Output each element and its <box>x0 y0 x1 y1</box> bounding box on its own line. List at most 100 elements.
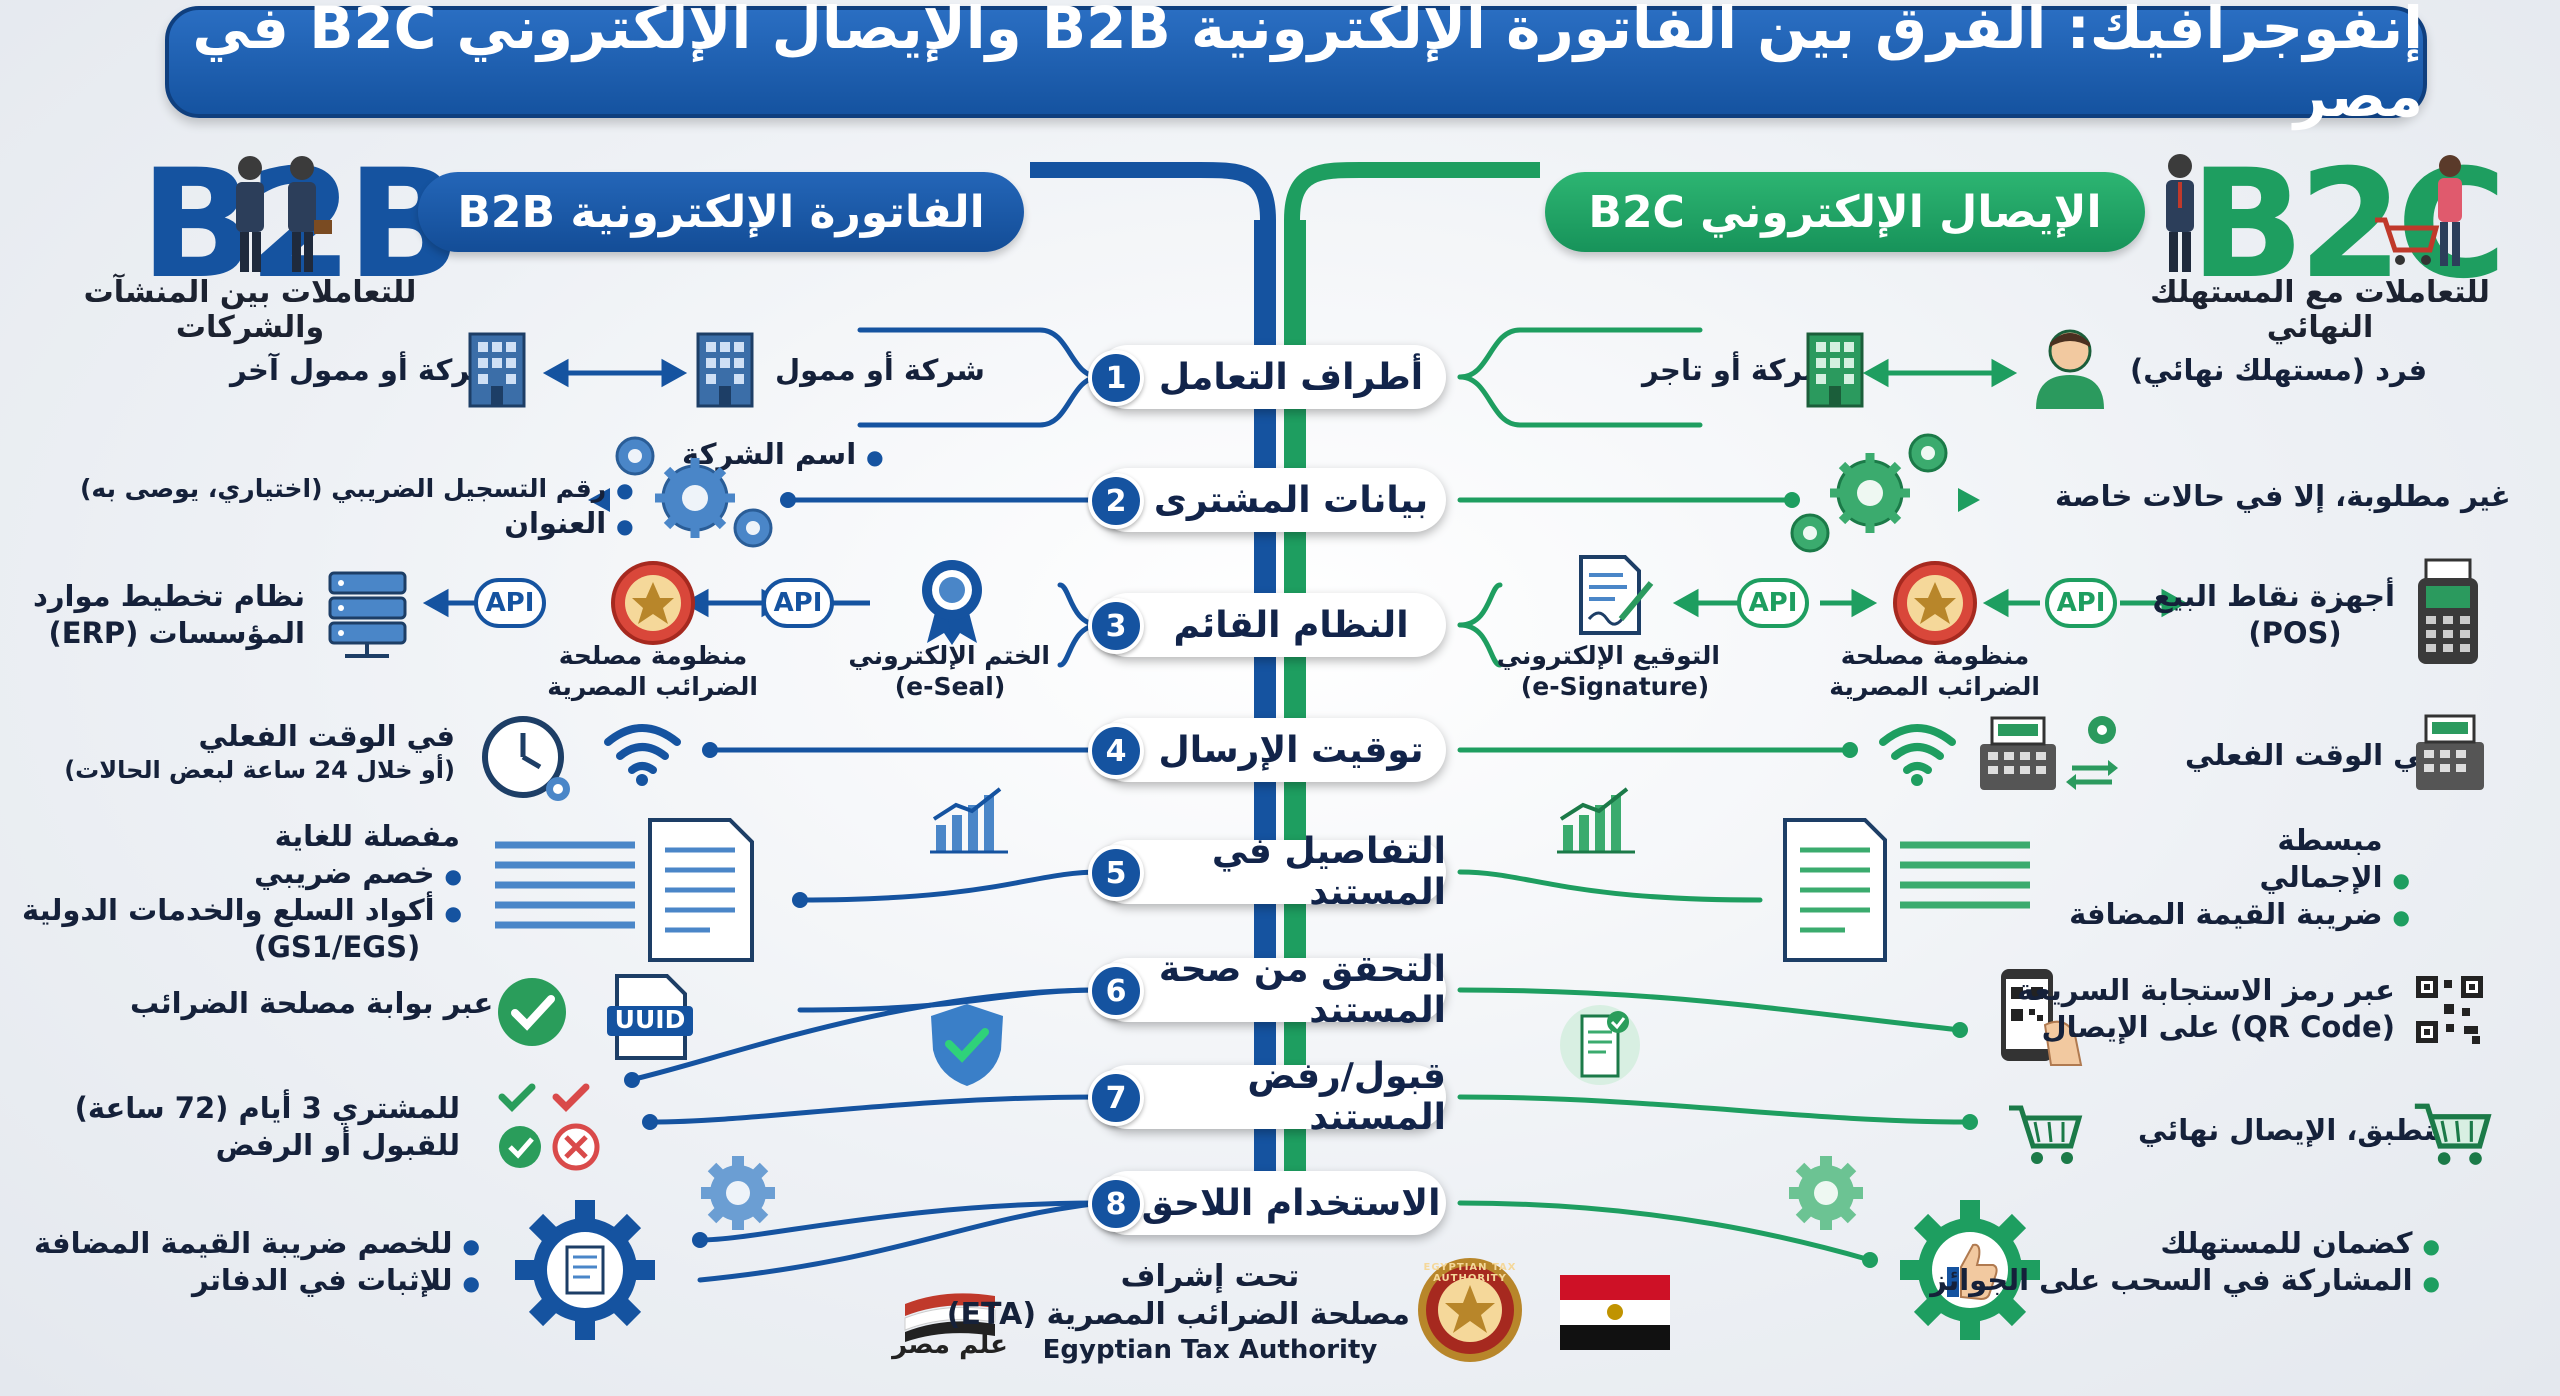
b2c-timing: في الوقت الفعلي <box>2185 738 2442 772</box>
eseal-line-1: الختم الإلكتروني <box>848 641 1050 670</box>
wifi-icon <box>1879 724 1956 786</box>
esig-line-1: التوقيع الإلكتروني <box>1496 641 1720 670</box>
row-label: الاستخدام اللاحق <box>1141 1182 1441 1224</box>
api-badge: API <box>2045 578 2117 628</box>
row-number: 8 <box>1088 1176 1144 1232</box>
validation-line-2: (QR Code) على الإيصال <box>2041 1010 2395 1045</box>
esig-line-2: (e-Signature) <box>1520 672 1710 702</box>
list-item: الإجمالي <box>2130 859 2410 896</box>
erp-line-1: نظام تخطيط موارد <box>32 579 305 613</box>
row-label: التفاصيل في المستند <box>1211 831 1446 913</box>
list-item: خصم ضريبي <box>82 855 462 892</box>
businessman-icon <box>2166 154 2194 272</box>
list-item: للخصم ضريبة القيمة المضافة <box>34 1225 480 1262</box>
check-icon <box>552 1083 590 1112</box>
list-item: للإثبات في الدفاتر <box>120 1262 480 1299</box>
check-icon <box>499 1126 541 1168</box>
server-icon <box>328 571 407 658</box>
b2b-details: مفصلة للغاية خصم ضريبي أكواد السلع والخد… <box>22 818 462 966</box>
page-title: إنفوجرافيك: الفرق بين الفاتورة الإلكترون… <box>192 0 2423 130</box>
supervision-line-3: Egyptian Tax Authority <box>1042 1334 1378 1365</box>
eta-line-2: الضرائب المصرية <box>547 672 758 702</box>
wifi-icon <box>604 724 681 786</box>
b2c-buyer-data: غير مطلوبة، إلا في حالات خاصة <box>2055 479 2511 513</box>
details-title: مبسطة <box>2277 823 2383 857</box>
gear-icon <box>1789 1156 1863 1230</box>
accept-reject-icons <box>498 1083 600 1171</box>
list-item: كضمان للمستهلك <box>2060 1225 2440 1262</box>
eta-line-1: منظومة مصلحة <box>1840 641 2030 670</box>
clock-icon <box>482 716 570 801</box>
check-icon <box>498 978 566 1046</box>
list-item: العنوان <box>80 505 634 542</box>
b2c-usage-list: كضمان للمستهلك المشاركة في السحب على الج… <box>1930 1225 2440 1299</box>
egypt-flag-logo-icon <box>904 1293 996 1342</box>
acceptance-line-1: للمشتري 3 أيام (72 ساعة) <box>74 1091 460 1125</box>
erp-line-2: المؤسسات (ERP) <box>48 616 305 651</box>
uuid-doc-icon <box>607 974 693 1060</box>
row-number: 5 <box>1088 845 1144 901</box>
details-title: مفصلة للغاية <box>274 819 460 853</box>
b2b-timing: في الوقت الفعلي (أو خلال 24 ساعة لبعض الح… <box>64 718 455 786</box>
title-banner: إنفوجرافيك: الفرق بين الفاتورة الإلكترون… <box>165 0 2427 130</box>
list-item: اسم الشركة <box>80 436 884 473</box>
building-icon <box>696 332 754 408</box>
b2c-acceptance: لا ينطبق، الإيصال نهائي <box>2138 1113 2479 1147</box>
supervision-line-1: تحت إشراف <box>1120 1259 1300 1294</box>
row-number: 4 <box>1088 723 1144 779</box>
uuid-label: UUID <box>614 1005 686 1034</box>
eagle-seal-icon <box>1418 1258 1522 1362</box>
shield-check-icon <box>931 1004 1003 1086</box>
b2c-esig-label: التوقيع الإلكتروني(e-Signature) <box>1496 640 1720 703</box>
row-label: النظام القائم <box>1173 604 1409 646</box>
b2b-usage-list: للخصم ضريبة القيمة المضافة للإثبات في ال… <box>34 1225 480 1299</box>
row-label: التحقق من صحة المستند <box>1158 949 1446 1031</box>
cart-icon <box>2414 1103 2492 1165</box>
eseal-line-2: (e-Seal) <box>894 672 1006 702</box>
list-item: أكواد السلع والخدمات الدولية <box>22 892 462 929</box>
list-item: المشاركة في السحب على الجوائز <box>1930 1262 2440 1299</box>
building-icon <box>1806 332 1864 408</box>
supervision-line-2: مصلحة الضرائب المصرية (ETA) <box>946 1297 1410 1333</box>
api-badge: API <box>762 578 834 628</box>
acceptance-line-2: للقبول أو الرفض <box>215 1128 460 1163</box>
b2b-buyer-data-list: اسم الشركة رقم التسجيل الضريبي (اختياري،… <box>80 436 856 542</box>
b2c-validation: عبر رمز الاستجابة السريعة(QR Code) على ا… <box>2016 972 2395 1046</box>
signature-doc-icon <box>1579 555 1654 635</box>
row-number: 3 <box>1088 598 1144 654</box>
validation-line-1: عبر رمز الاستجابة السريعة <box>2016 973 2395 1007</box>
cart-icon <box>2009 1105 2083 1164</box>
b2b-acceptance: للمشتري 3 أيام (72 ساعة)للقبول أو الرفض <box>74 1090 460 1164</box>
row-number: 2 <box>1088 473 1144 529</box>
eta-line-2: الضرائب المصرية <box>1829 672 2040 702</box>
document-icon <box>1783 818 2030 962</box>
qr-code-icon <box>2416 976 2483 1044</box>
row-label: بيانات المشترى <box>1153 479 1429 521</box>
building-icon <box>468 332 526 408</box>
eta-line-1: منظومة مصلحة <box>558 641 748 670</box>
gear-icon <box>615 436 773 548</box>
api-badge: API <box>474 578 546 628</box>
egypt-flag-icon <box>1560 1275 1670 1350</box>
b2b-eseal-label: الختم الإلكتروني(e-Seal) <box>848 640 1050 703</box>
supervision-block: تحت إشراف مصلحة الضرائب المصرية (ETA) Eg… <box>946 1258 1410 1365</box>
b2b-validation: يتم عبر بوابة مصلحة الضرائب <box>130 986 549 1020</box>
cash-register-icon <box>1980 716 2118 790</box>
b2c-subtitle: للتعاملات مع المستهلك النهائي <box>2150 275 2490 345</box>
receipt-check-icon <box>1560 1005 1640 1085</box>
row-5-pill: 5 التفاصيل في المستند <box>1088 831 1446 913</box>
bar-chart-icon <box>930 787 1008 854</box>
cash-register-icon <box>2416 714 2484 790</box>
timing-line-2: (أو خلال 24 ساعة لبعض الحالات) <box>64 756 455 785</box>
gear-icon <box>701 1156 775 1230</box>
timing-line-1: في الوقت الفعلي <box>198 719 455 753</box>
document-gear-icon <box>515 1200 655 1340</box>
b2c-header: الإيصال الإلكتروني B2C <box>1545 172 2145 252</box>
